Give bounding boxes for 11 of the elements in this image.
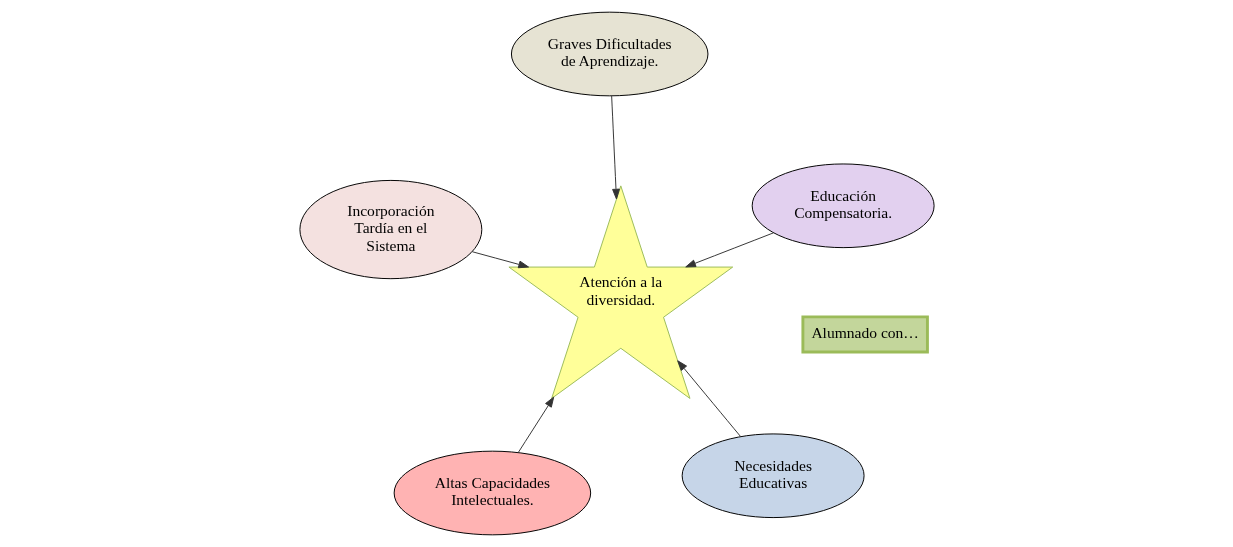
arrow xyxy=(610,95,620,200)
arrow xyxy=(517,396,554,453)
arrow xyxy=(684,232,774,268)
node-ellipse: Educación Compensatoria. xyxy=(751,163,935,249)
node-ellipse: Altas Capacidades Intelectuales. xyxy=(393,450,591,536)
arrow xyxy=(676,360,741,437)
node-ellipse: Graves Dificultades de Aprendizaje. xyxy=(510,11,708,97)
arrow xyxy=(471,251,529,269)
node-box: Alumnado con… xyxy=(800,315,929,354)
node-ellipse: Necesidades Educativas xyxy=(681,433,865,519)
node-ellipse: Incorporación Tardía en el Sistema xyxy=(298,179,482,280)
